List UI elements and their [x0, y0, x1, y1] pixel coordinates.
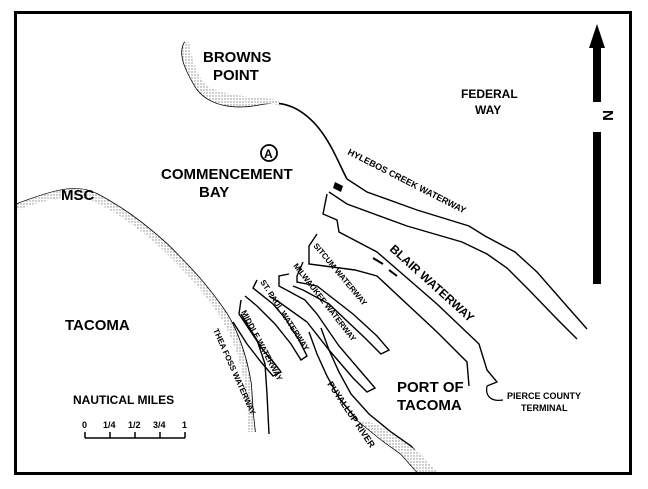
scale-bar: NAUTICAL MILES 0 1/4 1/2 3/4 1 — [73, 393, 187, 439]
port-of-tacoma-label-line1: PORT OF — [397, 379, 464, 396]
hylebos-north-shore — [346, 178, 588, 330]
map-canvas: N BROWNS POINT FEDERAL WAY A COMMENCEMEN… — [17, 24, 616, 472]
marker-a: A — [260, 144, 278, 162]
marker-a-letter: A — [264, 147, 273, 161]
terminal-leader — [486, 385, 504, 401]
federal-way-label-line2: WAY — [475, 103, 501, 117]
browns-point-label-line1: BROWNS — [203, 49, 271, 66]
hylebos-dock — [333, 182, 343, 192]
hylebos-waterway-label: HYLEBOS CREEK WATERWAY — [346, 147, 468, 216]
pierce-county-terminal-label-line2: TERMINAL — [521, 403, 568, 413]
scale-label-3: 3/4 — [153, 420, 166, 430]
hylebos-south-shore — [328, 191, 578, 340]
commencement-bay-label-line1: COMMENCEMENT — [161, 166, 293, 183]
north-arrow-head — [589, 24, 605, 48]
scale-label-1: 1/4 — [103, 420, 116, 430]
puyallup-river-east — [320, 327, 428, 465]
north-arrow-shaft — [593, 44, 601, 284]
st-paul-pier — [244, 279, 308, 361]
tacoma-label: TACOMA — [65, 317, 130, 334]
thea-foss-east-bank — [240, 313, 270, 435]
browns-point-label-line2: POINT — [213, 67, 259, 84]
pierce-county-terminal-label-line1: PIERCE COUNTY — [507, 391, 581, 401]
north-letter: N — [599, 110, 616, 121]
puyallup-shading — [357, 420, 437, 472]
blair-west-bank — [308, 233, 470, 387]
commencement-bay-label-line2: BAY — [199, 184, 229, 201]
middle-waterway-pier — [232, 299, 283, 377]
scale-label-2: 1/2 — [128, 420, 141, 430]
scale-label-4: 1 — [182, 420, 187, 430]
marker-a-circle — [260, 144, 278, 162]
blair-waterway-label: BLAIR WATERWAY — [387, 242, 477, 325]
scale-label-0: 0 — [82, 420, 87, 430]
map-frame: N BROWNS POINT FEDERAL WAY A COMMENCEMEN… — [14, 11, 632, 475]
puyallup-river-west — [308, 331, 418, 472]
scale-title: NAUTICAL MILES — [73, 393, 174, 407]
msc-label: MSC — [61, 187, 95, 204]
port-of-tacoma-label-line2: TACOMA — [397, 397, 462, 414]
milwaukee-pier — [268, 273, 377, 393]
blair-cross-marker — [372, 257, 398, 277]
browns-point-shading — [182, 42, 279, 107]
sitcum-pier — [292, 261, 391, 355]
federal-way-label-line1: FEDERAL — [461, 87, 518, 101]
north-arrow-letter-bg — [588, 102, 606, 132]
blair-peninsula — [322, 193, 499, 387]
north-arrow: N — [588, 24, 616, 284]
